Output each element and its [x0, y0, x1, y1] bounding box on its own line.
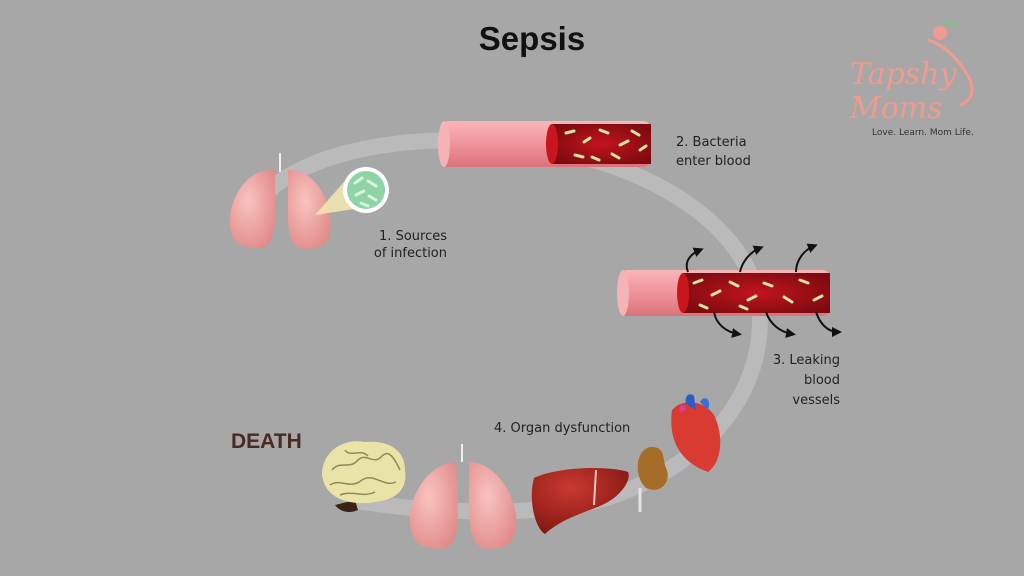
logo-mark-icon: [927, 21, 974, 107]
step-1-label: 1. Sources of infection: [373, 229, 447, 261]
step-4-label: 4. Organ dysfunction: [494, 421, 631, 436]
lungs-icon: [409, 444, 517, 549]
step-3-label: 3. Leaking blood vessels: [772, 353, 840, 408]
death-label: DEATH: [231, 430, 302, 453]
vessel-leaking: [617, 270, 830, 316]
vessel-bacteria-entering: [438, 121, 651, 167]
leak-arrows: [685, 243, 842, 338]
bacteria-magnifier-icon: [343, 167, 389, 213]
brain-icon: [322, 441, 406, 513]
logo-name: Tapshy Moms: [850, 57, 957, 126]
heart-icon: [671, 394, 721, 472]
page-title: Sepsis: [478, 20, 586, 57]
kidney-icon: [637, 446, 668, 512]
step-2-label: 2. Bacteria enter blood: [676, 135, 751, 169]
logo-tagline: Love. Learn. Mom Life.: [872, 128, 974, 138]
liver-icon: [531, 468, 629, 534]
